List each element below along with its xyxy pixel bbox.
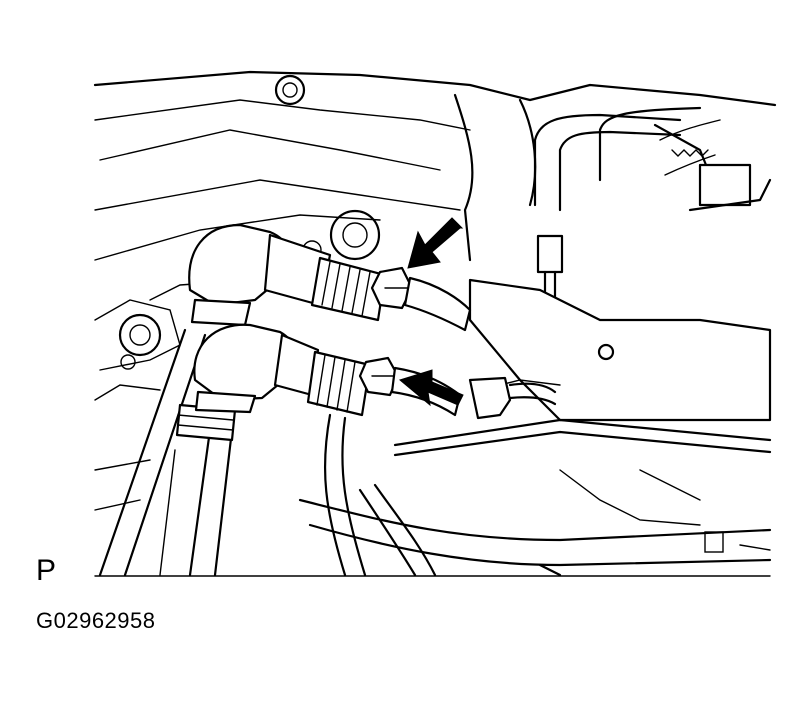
hydraulic-lines — [98, 223, 557, 577]
background-structure — [93, 70, 777, 577]
view-label: P — [36, 554, 57, 587]
lower-fitting-arrow — [398, 369, 464, 407]
figure-id: G02962958 — [36, 608, 156, 633]
upper-fitting-arrow — [407, 217, 464, 269]
